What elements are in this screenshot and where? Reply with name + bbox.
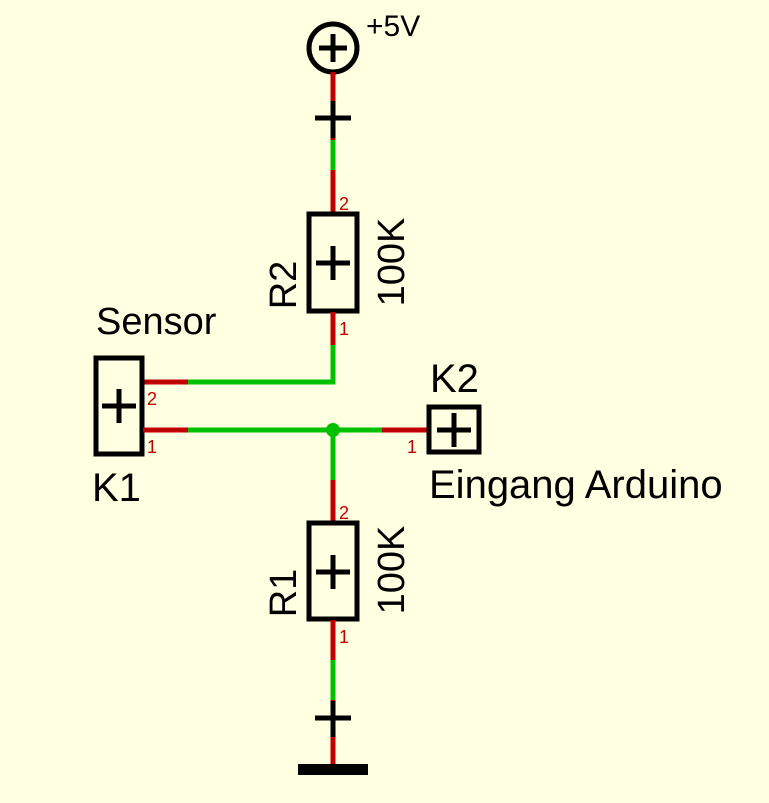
connector-k1[interactable] [93,355,145,457]
resistor-r1[interactable] [306,520,360,622]
r2-designator: R2 [263,261,305,310]
k2-name: Eingang Arduino [429,463,723,507]
k1-pin-2: 2 [147,389,157,409]
r2-pin-1: 1 [339,319,349,339]
r1-pin-1: 1 [339,627,349,647]
resistor-r2[interactable] [306,211,360,314]
r1-pin-2: 2 [339,503,349,523]
wire-vcc-r2[interactable] [315,72,351,213]
power-label: +5V [366,10,420,43]
k2-pin-1: 1 [407,437,417,457]
wire-r2-k1[interactable] [143,312,336,385]
k1-pin-1: 1 [147,437,157,457]
wire-signal-net[interactable] [143,423,428,522]
r2-value: 100K [371,218,413,307]
ground-icon[interactable] [298,764,368,775]
r1-value: 100K [371,526,413,615]
k1-designator: K1 [92,466,141,510]
connector-k2[interactable] [426,404,482,455]
r2-pin-2: 2 [339,194,349,214]
junction-dot-icon [326,423,340,437]
k1-name: Sensor [96,301,217,343]
k2-designator: K2 [430,357,479,401]
r1-designator: R1 [263,569,305,618]
wire-r1-gnd[interactable] [315,620,351,766]
